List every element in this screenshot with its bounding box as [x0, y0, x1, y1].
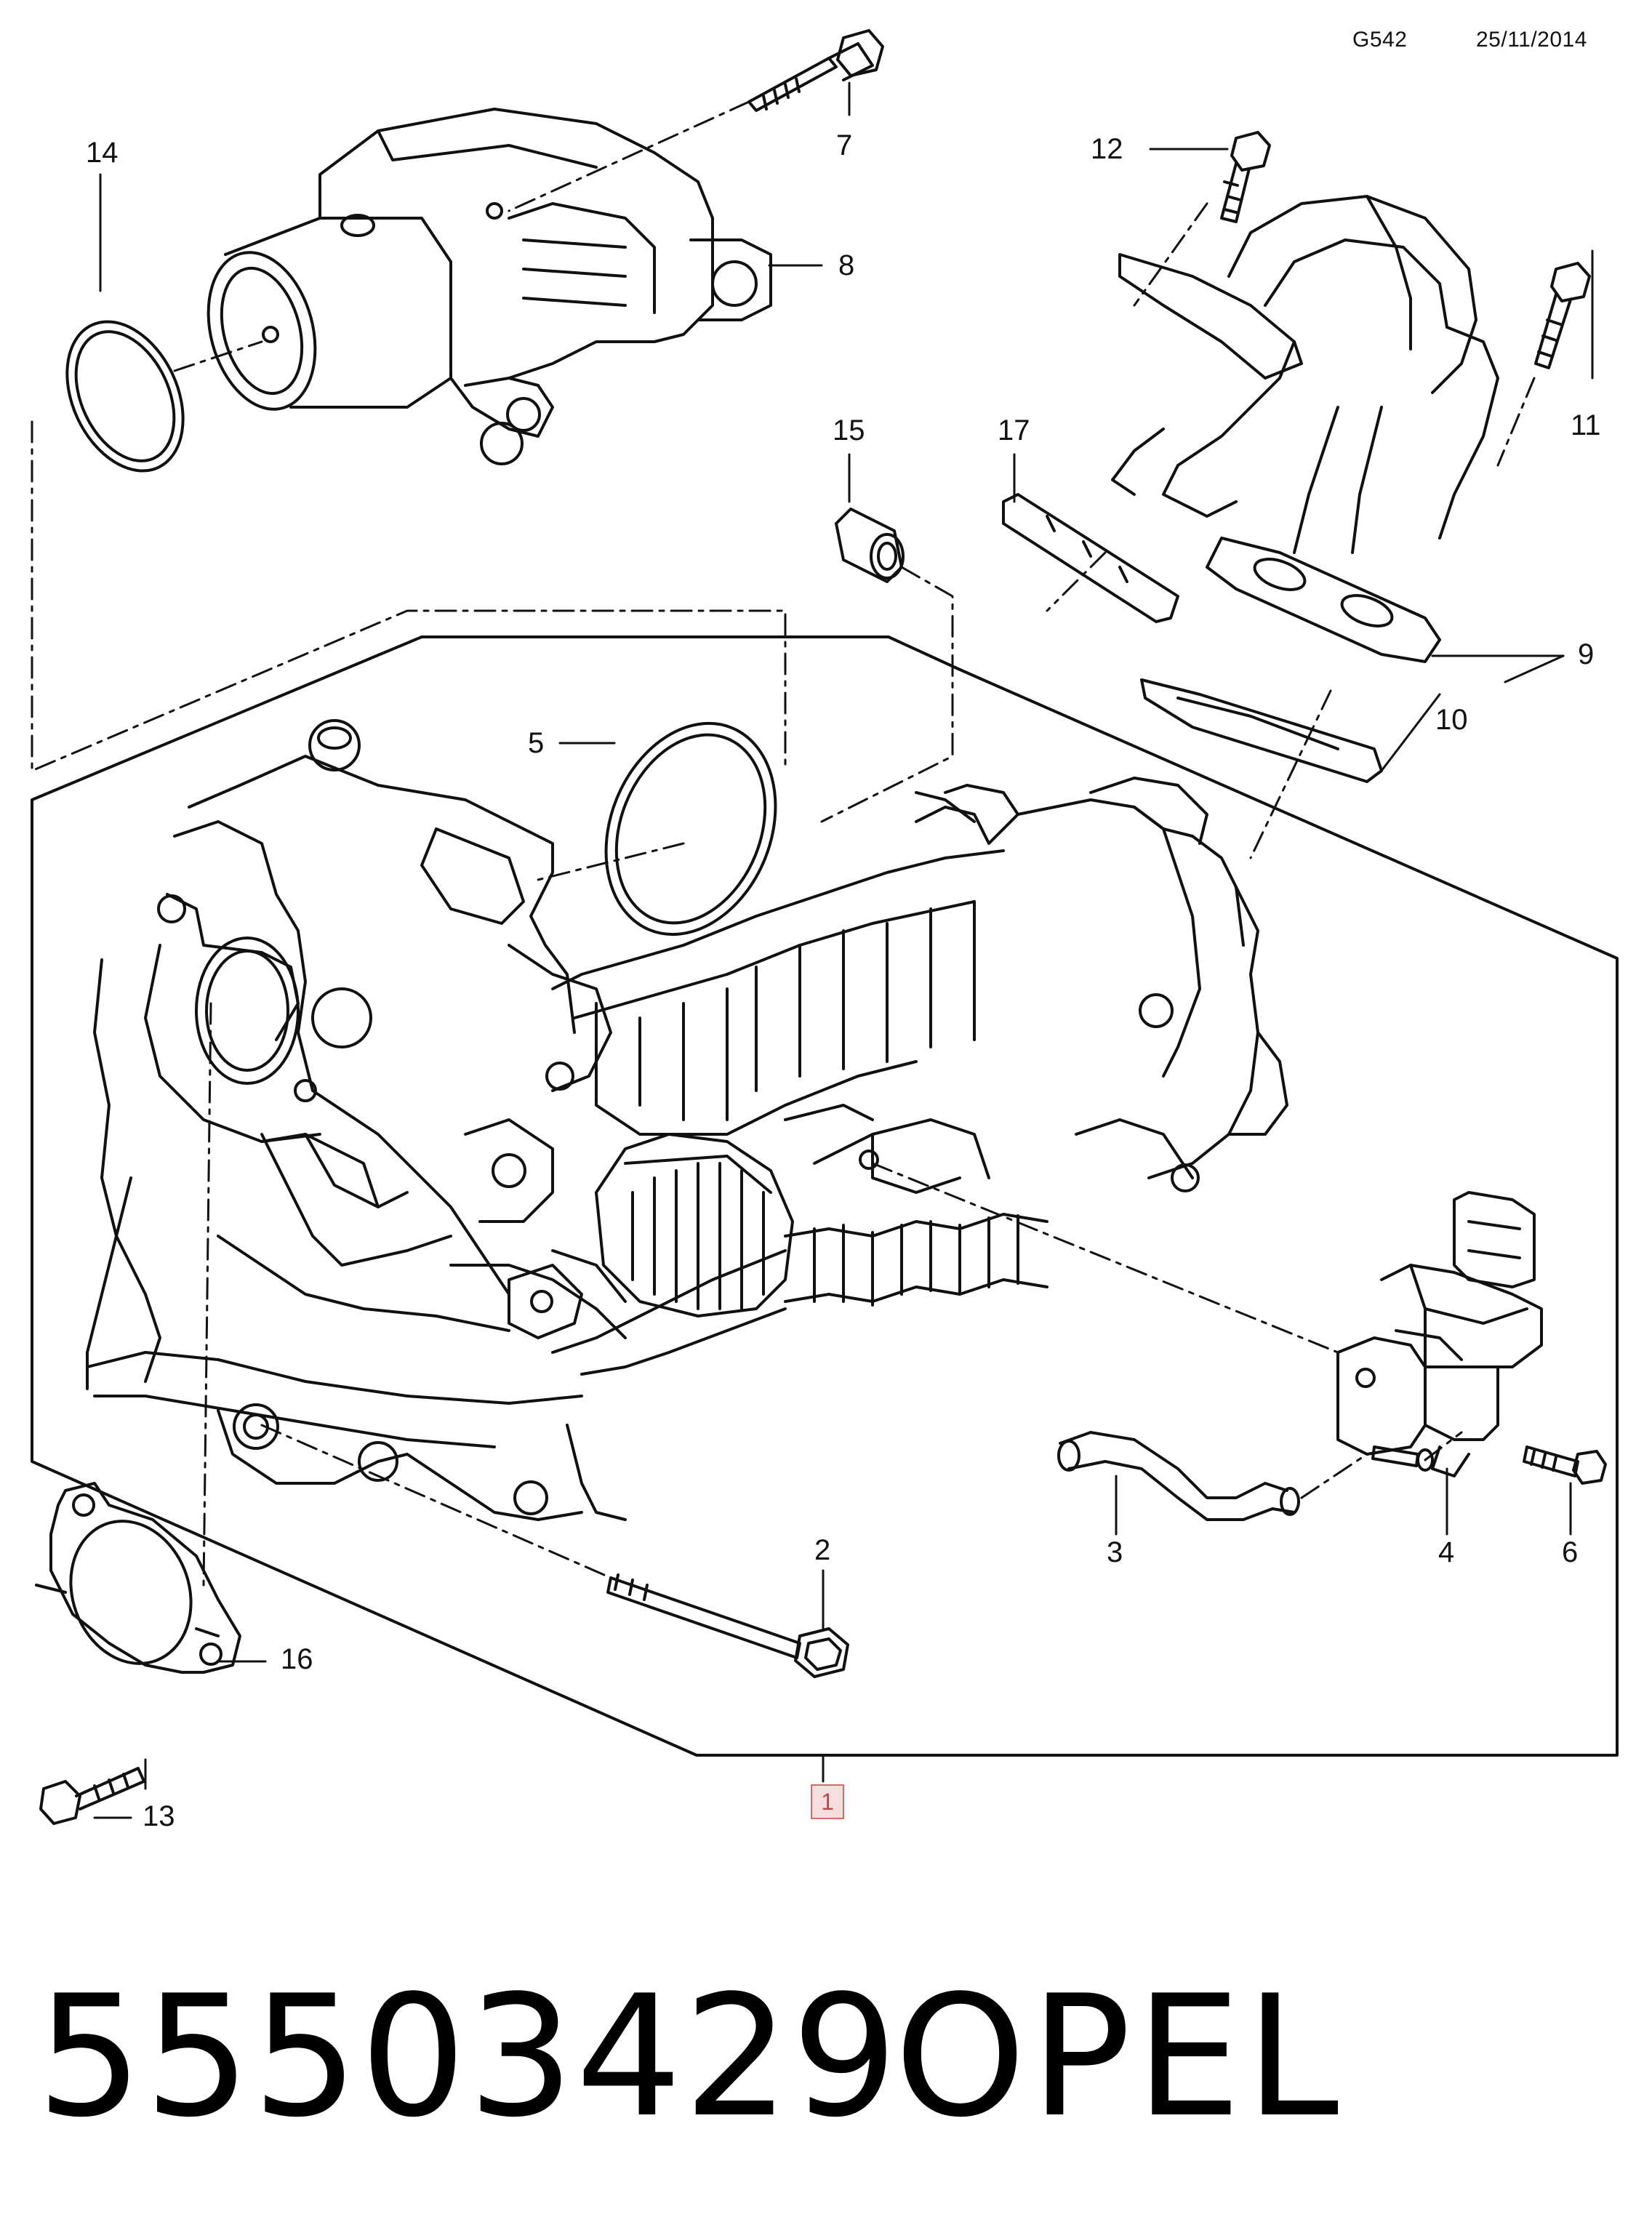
part-5-gasket-ring [604, 721, 777, 936]
part-12-bolt [1220, 131, 1271, 223]
part-14-o-ring [65, 320, 185, 473]
part-2-long-bolt [606, 1573, 849, 1678]
callout-1: 1 [821, 1789, 834, 1815]
assembly-dash-lines [31, 100, 1536, 1587]
footer: 55503429 OPEL [36, 1963, 1621, 2181]
callout-6: 6 [1562, 1536, 1579, 1568]
part-13-bolt [39, 1767, 145, 1825]
part-9-egr-pipe [1111, 195, 1499, 663]
callout-9: 9 [1578, 638, 1595, 670]
callout-11: 11 [1571, 409, 1601, 441]
egr-cooler-section [551, 777, 1288, 1192]
callout-8: 8 [838, 249, 855, 281]
callout-5: 5 [528, 727, 545, 759]
leader-lines [93, 81, 1594, 1819]
part-3-hose [1057, 1431, 1300, 1521]
diagram-date: 25/11/2014 [1476, 28, 1587, 52]
callout-2: 2 [814, 1534, 831, 1566]
part-number: 55503429 [36, 1960, 899, 2154]
callout-13: 13 [143, 1800, 175, 1832]
brand-name: OPEL [894, 1960, 1344, 2154]
diagram-header: G542 25/11/2014 [1352, 28, 1636, 57]
callout-15: 15 [833, 414, 865, 446]
part-6-bolt [1523, 1445, 1607, 1485]
part-8-egr-valve [206, 108, 772, 465]
part-7-bolt [747, 29, 884, 112]
actuator-bellows-section [508, 1104, 1048, 1376]
callout-7: 7 [836, 129, 853, 161]
part-17-gasket-strip [1002, 493, 1179, 623]
callout-14: 14 [86, 137, 119, 169]
part-15-sleeve [835, 508, 905, 583]
callout-1-reference-box: 1 [811, 1784, 844, 1819]
part-16-gasket [35, 1482, 241, 1674]
part-11-bolt [1534, 262, 1591, 369]
callout-12: 12 [1091, 133, 1123, 165]
callout-4: 4 [1438, 1536, 1455, 1568]
assembly-outline [31, 635, 1619, 1757]
callout-3: 3 [1107, 1536, 1123, 1568]
part-4-small-bolt [1371, 1445, 1434, 1472]
part-4-solenoid [1336, 1191, 1543, 1477]
callout-10: 10 [1435, 704, 1468, 736]
diagram-code: G542 [1352, 28, 1408, 52]
part-1-egr-module [86, 719, 627, 1521]
callout-16: 16 [281, 1643, 313, 1675]
callout-17: 17 [998, 414, 1030, 446]
exploded-parts-diagram [31, 29, 1619, 1825]
